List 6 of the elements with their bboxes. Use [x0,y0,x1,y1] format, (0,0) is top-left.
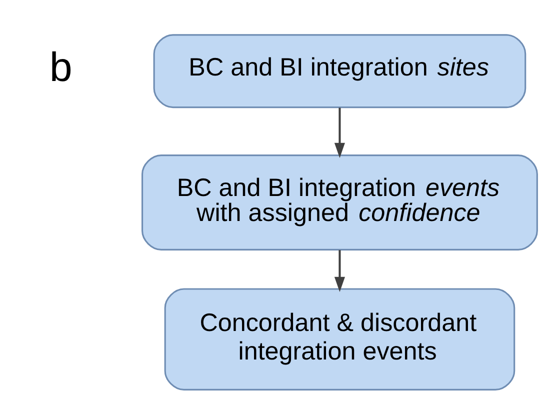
node-box: Concordant & discordant integration events [164,288,516,390]
arrow [334,250,346,292]
node-box: BC and BI integration events with assigned confidence [141,154,538,250]
label: b [49,44,72,90]
arrow [334,108,346,158]
node-box: BC and BI integration sites [153,34,526,108]
